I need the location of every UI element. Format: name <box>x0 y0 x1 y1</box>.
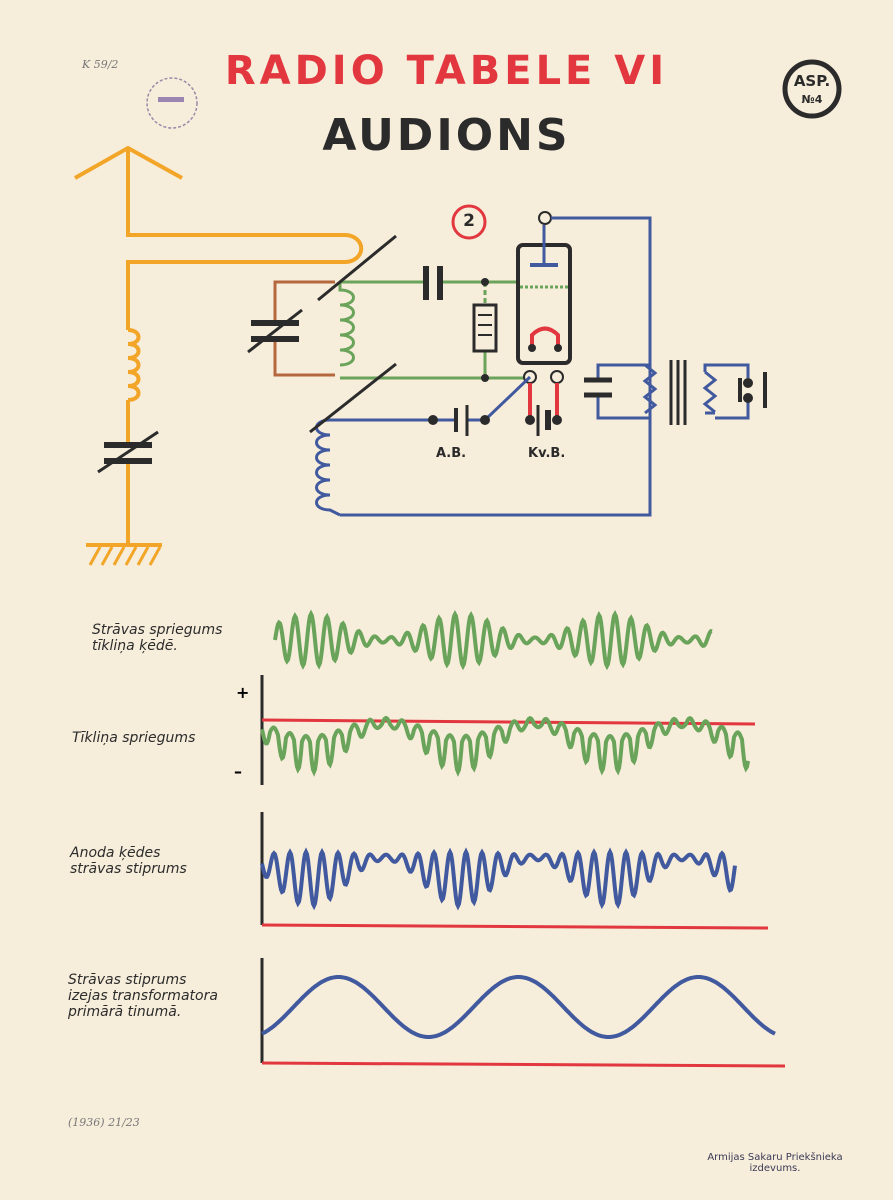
label-line: Strāvas stiprums <box>68 972 187 988</box>
tuning-capacitor <box>247 308 303 354</box>
antenna-arrow-icon <box>74 145 183 180</box>
coupling-arrow <box>317 234 397 302</box>
variable-capacitor-antenna <box>97 430 159 474</box>
graph-4-label: Strāvas stiprums izejas transformatora p… <box>68 972 218 1020</box>
figure-number-badge <box>451 204 487 240</box>
grid-circuit <box>338 280 568 380</box>
label-line: strāvas stiprums <box>70 861 187 877</box>
publisher: Armijas Sakaru Priekšnieka izdevums. <box>700 1152 850 1174</box>
plus-sign: + <box>236 683 250 702</box>
archive-mark: K 59/2 <box>82 58 119 71</box>
label-line: Strāvas spriegums <box>92 622 223 638</box>
graph-1-label: Strāvas spriegums tīkliņa ķēdē. <box>92 622 222 654</box>
grid-voltage-waveform <box>260 715 750 777</box>
label-line: Anoda ķēdes <box>70 845 161 861</box>
transformer-current-waveform <box>261 975 776 1039</box>
label-line: tīkliņa ķēdē. <box>92 638 178 654</box>
page-title: RADIO TABELE VI <box>224 48 669 94</box>
antenna-circuit <box>74 145 364 566</box>
anode-current-waveform <box>260 847 737 911</box>
figure-number: 2 <box>463 211 475 231</box>
graph-2-label: Tīkliņa spriegums <box>72 730 195 746</box>
minus-sign: – <box>234 762 242 781</box>
battery-kv-label: Kv.B. <box>528 446 566 461</box>
asp-logo: ASP. №4 <box>782 59 842 119</box>
battery-a-label: A.B. <box>436 446 467 461</box>
tuning-circuit <box>273 280 335 377</box>
handwritten-note: (1936) 21/23 <box>68 1116 140 1129</box>
label-line: Tīkliņa spriegums <box>72 730 196 746</box>
library-stamp <box>146 77 198 129</box>
vacuum-tube <box>516 225 572 365</box>
svg-text:№4: №4 <box>802 93 823 106</box>
anode-circuit <box>315 216 750 517</box>
publisher-line: izdevums. <box>749 1163 801 1174</box>
grid-current-waveform <box>273 609 713 671</box>
grid-leak-resistor <box>472 303 498 353</box>
ground-icon <box>88 546 162 566</box>
page-subtitle: AUDIONS <box>322 110 571 161</box>
graph-3-label: Anoda ķēdes strāvas stiprums <box>70 845 187 877</box>
publisher-line: Armijas Sakaru Priekšnieka <box>707 1152 843 1163</box>
svg-text:ASP.: ASP. <box>794 72 830 90</box>
label-line: primārā tinumā. <box>68 1004 182 1020</box>
grid-capacitor <box>423 266 443 300</box>
label-line: izejas transformatora <box>68 988 218 1004</box>
